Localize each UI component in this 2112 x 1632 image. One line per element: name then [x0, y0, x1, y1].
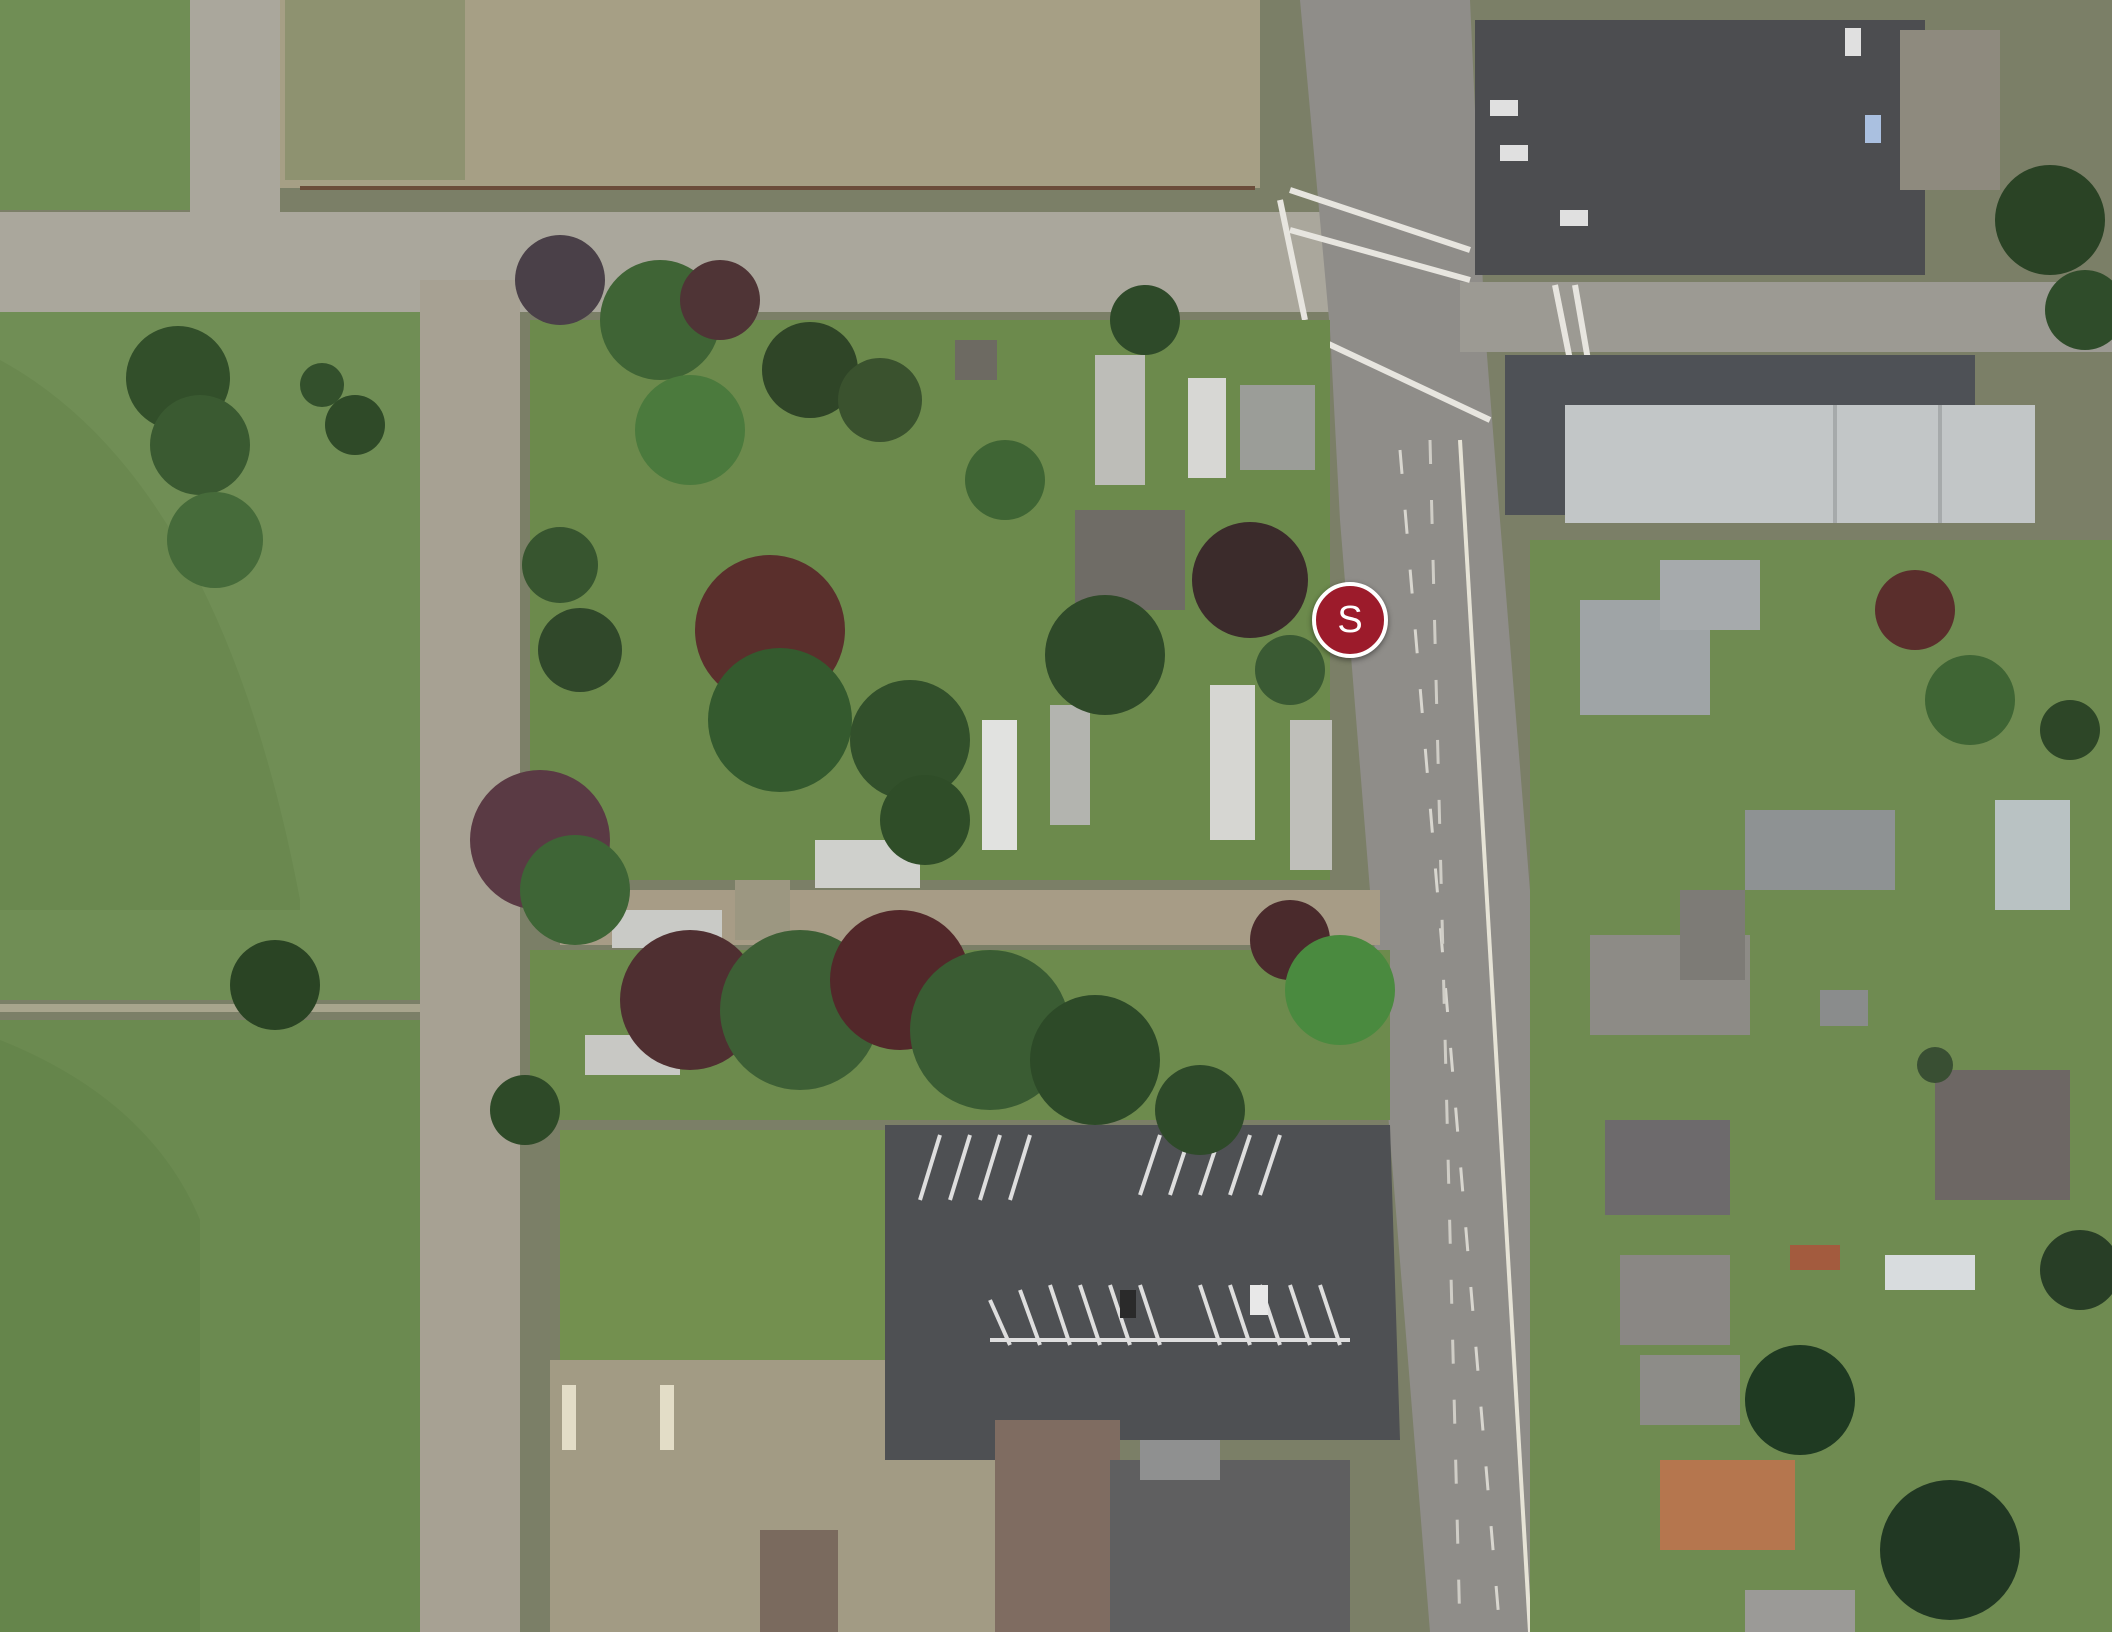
buildings	[562, 340, 2070, 1632]
top-dirt-lot	[270, 0, 1260, 190]
map-marker-label: S	[1337, 598, 1363, 641]
map-marker[interactable]: S	[1312, 582, 1388, 658]
parking-lot	[885, 1125, 1400, 1460]
lawn	[560, 1130, 890, 1370]
trees	[126, 165, 2112, 1620]
top-right-parking-lot	[1475, 20, 2000, 275]
top-left-field	[0, 0, 190, 210]
